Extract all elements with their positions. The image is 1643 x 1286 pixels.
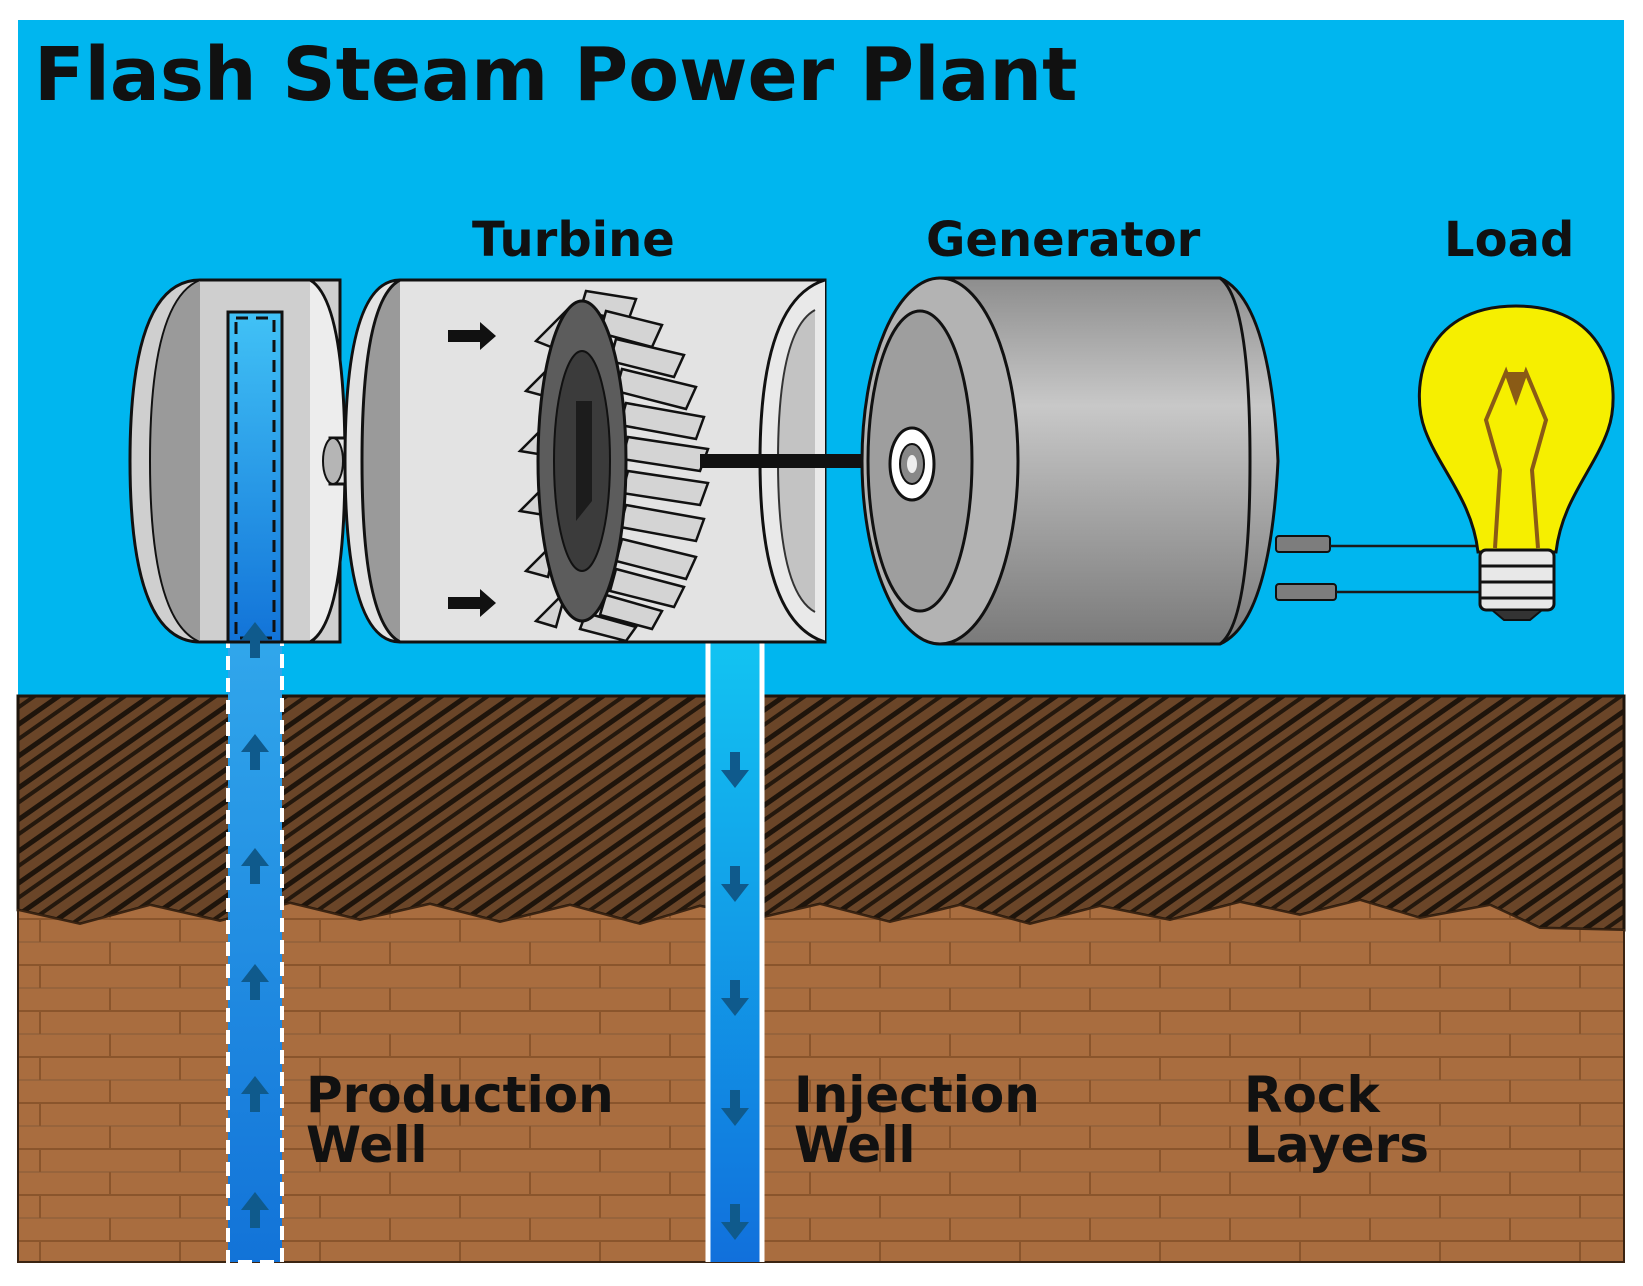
turbine-wheel-icon — [517, 289, 710, 643]
generator-body — [860, 276, 1337, 646]
rock-layers-label-line1: Rock — [1244, 1066, 1381, 1124]
light-bulb-icon — [1417, 304, 1615, 621]
production-well-label-line2: Well — [306, 1116, 428, 1174]
turbine-label: Turbine — [472, 212, 675, 268]
injection-well-label-line1: Injection — [794, 1066, 1040, 1124]
production-well-label-line1: Production — [306, 1066, 614, 1124]
load-label: Load — [1444, 212, 1574, 268]
load-wires — [1330, 544, 1480, 594]
generator-label: Generator — [926, 212, 1201, 268]
injection-well-pipe — [705, 640, 765, 1262]
drive-shaft — [700, 454, 908, 468]
separator-tank — [128, 278, 347, 644]
rock-layers-label-line2: Layers — [1244, 1116, 1429, 1174]
diagram-title: Flash Steam Power Plant — [34, 32, 1077, 118]
rock-layers — [17, 898, 1625, 1263]
injection-well-label-line2: Well — [794, 1116, 916, 1174]
